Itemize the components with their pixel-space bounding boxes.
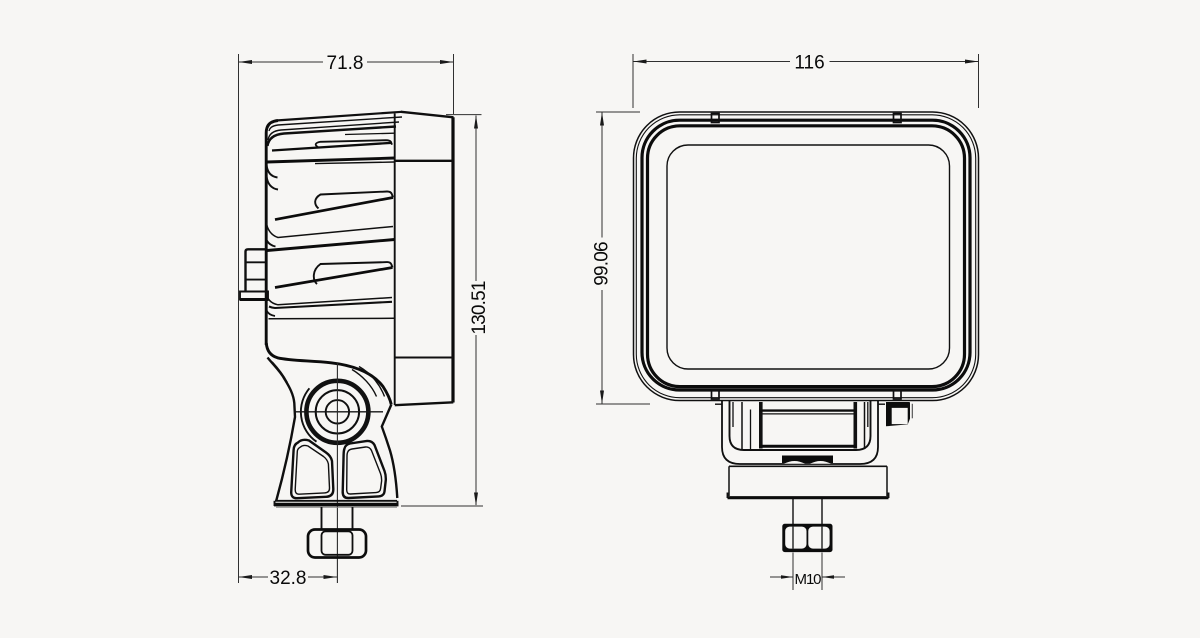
- svg-text:M10: M10: [795, 571, 822, 588]
- svg-text:99.06: 99.06: [592, 242, 613, 286]
- svg-text:32.8: 32.8: [270, 568, 307, 589]
- svg-text:130.51: 130.51: [469, 281, 490, 335]
- svg-text:71.8: 71.8: [327, 53, 364, 74]
- svg-text:116: 116: [794, 52, 824, 73]
